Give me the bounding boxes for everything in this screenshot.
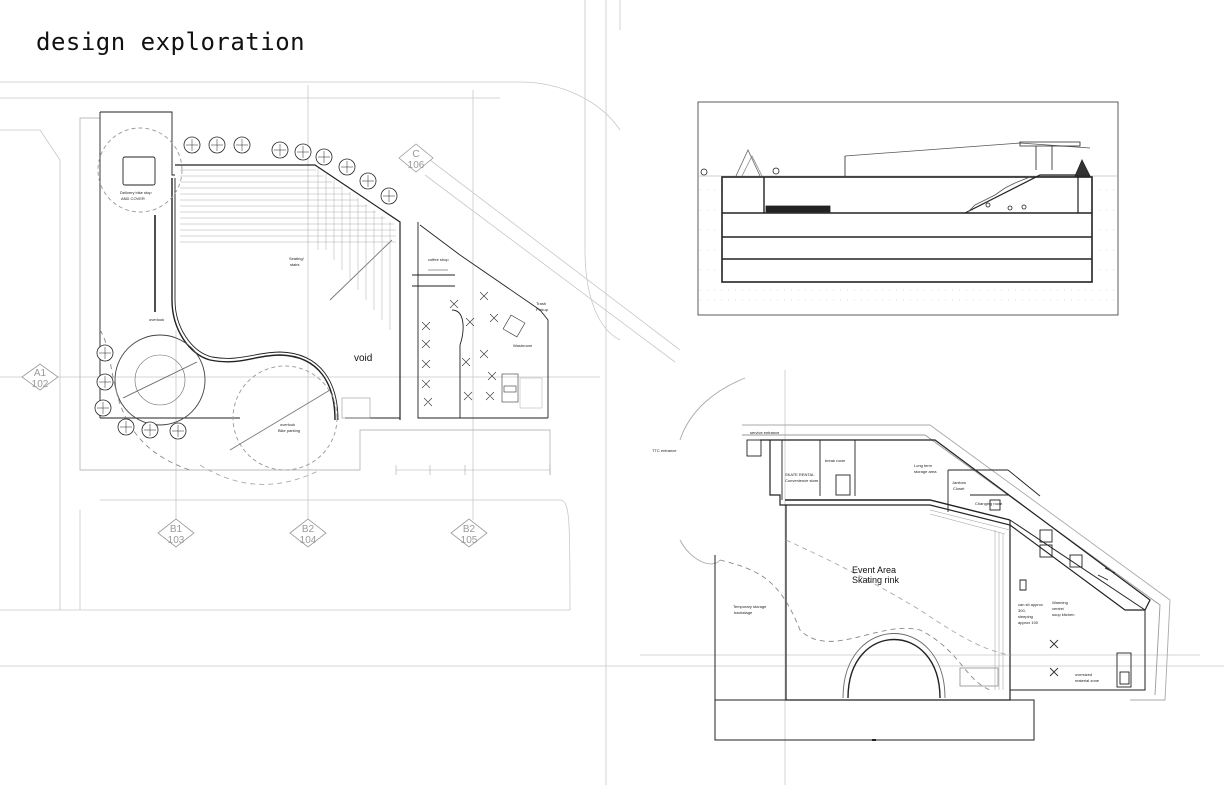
coffee-shop-label: coffee shop — [428, 257, 449, 262]
page-title: design exploration — [36, 28, 306, 56]
skating-rink-label: Skating rink — [852, 575, 900, 585]
overlook-label: overlook — [149, 317, 164, 322]
seating-stairs-label: stairs — [290, 262, 300, 267]
svg-text:102: 102 — [32, 379, 49, 390]
site-plan-labels: Delivery bike stop AND COVER overlook Se… — [120, 190, 549, 433]
trees — [94, 136, 398, 440]
lower-floor-plan — [679, 377, 1171, 741]
svg-text:104: 104 — [300, 535, 317, 546]
grid-marker-a1: A1 102 — [21, 363, 59, 391]
material-zone-label: material zone — [1075, 678, 1100, 683]
trash-label: Trash — [536, 301, 546, 306]
washroom-label: Washroom — [513, 343, 533, 348]
svg-text:B1: B1 — [170, 524, 183, 535]
backstage-label: backstage — [734, 610, 753, 615]
sleeping-label: sleeping — [1018, 614, 1033, 619]
trash-pickup-label: Pickup — [536, 307, 549, 312]
long-term-label: Long term — [914, 463, 933, 468]
temporary-storage-label: Temporary storage — [733, 604, 767, 609]
site-plan — [79, 111, 551, 485]
building-section — [697, 101, 1119, 316]
grid-marker-b1: B1 103 — [157, 518, 195, 548]
storage-area-label: storage area — [914, 469, 937, 474]
void-label: void — [354, 353, 372, 364]
svg-text:B2: B2 — [302, 524, 315, 535]
stair-hatch — [180, 168, 396, 330]
changing-room-label: Changing room — [975, 501, 1003, 506]
service-entrance-label: service entrance — [750, 430, 780, 435]
oversized-label: oversized — [1075, 672, 1092, 677]
soup-kitchen-label: soup kitchen — [1052, 612, 1074, 617]
tree-centers — [97, 139, 395, 437]
delivery-cover-label: AND COVER — [121, 196, 145, 201]
overlook-bike-label: overlook — [280, 422, 295, 427]
cafe-tables — [341, 269, 543, 419]
janitors-label: Janitors — [952, 480, 966, 485]
svg-text:106: 106 — [408, 160, 425, 171]
warming-label: Warming — [1052, 600, 1068, 605]
svg-text:103: 103 — [168, 535, 185, 546]
skate-rental-label: SKATE RENTAL — [785, 472, 815, 477]
grid-marker-c: C 106 — [398, 143, 434, 173]
delivery-bike-stop-label: Delivery bike stop — [120, 190, 152, 195]
svg-text:A1: A1 — [34, 368, 47, 379]
closet-label: Closet — [953, 486, 965, 491]
convenience-store-label: Convenience store — [785, 478, 819, 483]
bike-parking-label: Bike parking — [278, 428, 300, 433]
break-room-label: break room — [825, 458, 846, 463]
svg-text:C: C — [412, 149, 419, 160]
event-area-label: Event Area — [852, 565, 896, 575]
warming-centre-label: centre/ — [1052, 606, 1065, 611]
svg-text:B2: B2 — [463, 524, 476, 535]
seating-capacity-label: can sit approx — [1018, 602, 1043, 607]
svg-text:105: 105 — [461, 535, 478, 546]
seating-label: Seating/ — [289, 256, 305, 261]
sleeping-capacity-label: approx 100 — [1018, 620, 1039, 625]
grid-marker-b2-105: B2 105 — [450, 518, 488, 548]
ttc-entrance-label: TTC entrance — [652, 448, 677, 453]
lower-plan-labels: service entrance TTC entrance SKATE RENT… — [652, 430, 1100, 683]
grid-marker-b2-104: B2 104 — [289, 518, 327, 548]
seating-capacity-count: 300, — [1018, 608, 1026, 613]
